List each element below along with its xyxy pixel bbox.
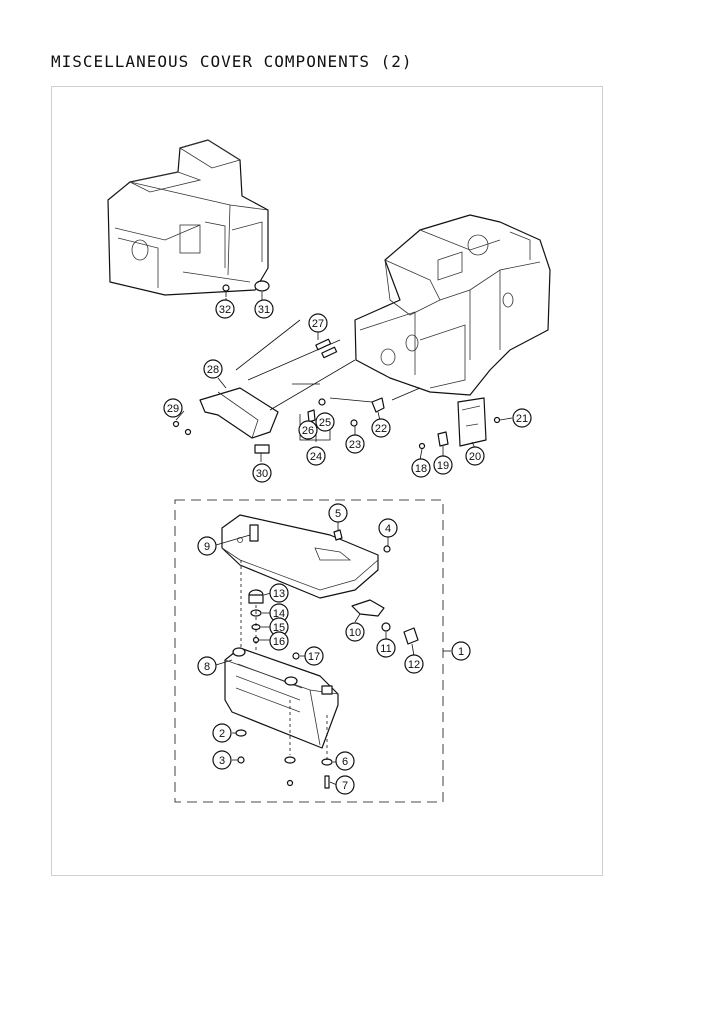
diagram-frame: [51, 86, 603, 876]
callout-28: 28: [203, 359, 223, 379]
callout-11: 11: [376, 638, 396, 658]
svg-text:9: 9: [204, 541, 210, 553]
svg-text:11: 11: [380, 643, 391, 655]
callout-4: 4: [378, 518, 398, 538]
svg-text:18: 18: [415, 463, 427, 475]
tank-8-part: [224, 647, 339, 749]
callout-6: 6: [335, 751, 355, 771]
cap-31-part: [254, 280, 270, 292]
callout-30: 30: [252, 463, 272, 483]
small-parts-18-19-21: [307, 398, 501, 450]
callout-22: 22: [371, 418, 391, 438]
callout-9: 9: [197, 536, 217, 556]
page-title: MISCELLANEOUS COVER COMPONENTS (2): [51, 52, 413, 71]
svg-text:5: 5: [335, 508, 341, 520]
callout-23: 23: [345, 434, 365, 454]
svg-text:17: 17: [308, 651, 320, 663]
assembly-group-box: [174, 499, 451, 803]
callout-32: 32: [215, 299, 235, 319]
callout-17: 17: [304, 646, 324, 666]
top-cover-part: [107, 139, 269, 296]
svg-text:2: 2: [219, 728, 225, 740]
svg-text:14: 14: [273, 608, 285, 620]
callout-10: 10: [345, 622, 365, 642]
bracket-22-part: [371, 397, 385, 413]
svg-text:8: 8: [204, 661, 210, 673]
svg-text:26: 26: [302, 425, 314, 437]
tank-bottom-parts: [235, 729, 333, 789]
svg-text:31: 31: [258, 304, 270, 316]
screw-32-part: [222, 284, 230, 297]
svg-text:10: 10: [349, 627, 361, 639]
callout-29: 29: [163, 398, 183, 418]
callout-20: 20: [465, 446, 485, 466]
machine-body-part: [354, 214, 551, 396]
callouts: 1 2 3 4 5 6 7 8 9 10 11 12 13 14 15 16 1…: [163, 299, 532, 795]
svg-text:20: 20: [469, 451, 481, 463]
callout-2: 2: [212, 723, 232, 743]
callout-1: 1: [451, 641, 471, 661]
svg-text:32: 32: [219, 304, 231, 316]
callout-25: 25: [315, 412, 335, 432]
block-30-part: [254, 444, 270, 454]
svg-text:25: 25: [319, 417, 331, 429]
svg-text:21: 21: [516, 413, 528, 425]
svg-text:30: 30: [256, 468, 268, 480]
callout-24: 24: [306, 446, 326, 466]
lid-9-part: [221, 514, 379, 599]
svg-text:4: 4: [385, 523, 391, 535]
svg-text:13: 13: [273, 588, 285, 600]
pin-27-part: [315, 338, 338, 359]
svg-text:7: 7: [342, 780, 348, 792]
callout-27: 27: [308, 313, 328, 333]
callout-12: 12: [404, 654, 424, 674]
callout-31: 31: [254, 299, 274, 319]
svg-text:27: 27: [312, 318, 324, 330]
svg-text:19: 19: [437, 460, 449, 472]
svg-text:12: 12: [408, 659, 420, 671]
callout-13: 13: [269, 583, 289, 603]
screws-29-part: [172, 420, 192, 436]
svg-text:15: 15: [273, 622, 285, 634]
svg-text:29: 29: [167, 403, 179, 415]
callout-8: 8: [197, 656, 217, 676]
callout-7: 7: [335, 775, 355, 795]
plate-20-part: [457, 397, 487, 447]
svg-text:16: 16: [273, 636, 285, 648]
callout-5: 5: [328, 503, 348, 523]
svg-text:3: 3: [219, 755, 225, 767]
svg-text:1: 1: [458, 646, 464, 658]
callout-21: 21: [512, 408, 532, 428]
svg-text:24: 24: [310, 451, 322, 463]
svg-text:6: 6: [342, 756, 348, 768]
guard-28-part: [199, 387, 279, 439]
callout-16: 16: [269, 631, 289, 651]
callout-19: 19: [433, 455, 453, 475]
svg-text:22: 22: [375, 423, 387, 435]
svg-text:23: 23: [349, 439, 361, 451]
callout-26: 26: [298, 420, 318, 440]
svg-text:28: 28: [207, 364, 219, 376]
callout-3: 3: [212, 750, 232, 770]
callout-18: 18: [411, 458, 431, 478]
callout-14: 14: [269, 603, 289, 623]
lower-leaders: [215, 521, 415, 786]
